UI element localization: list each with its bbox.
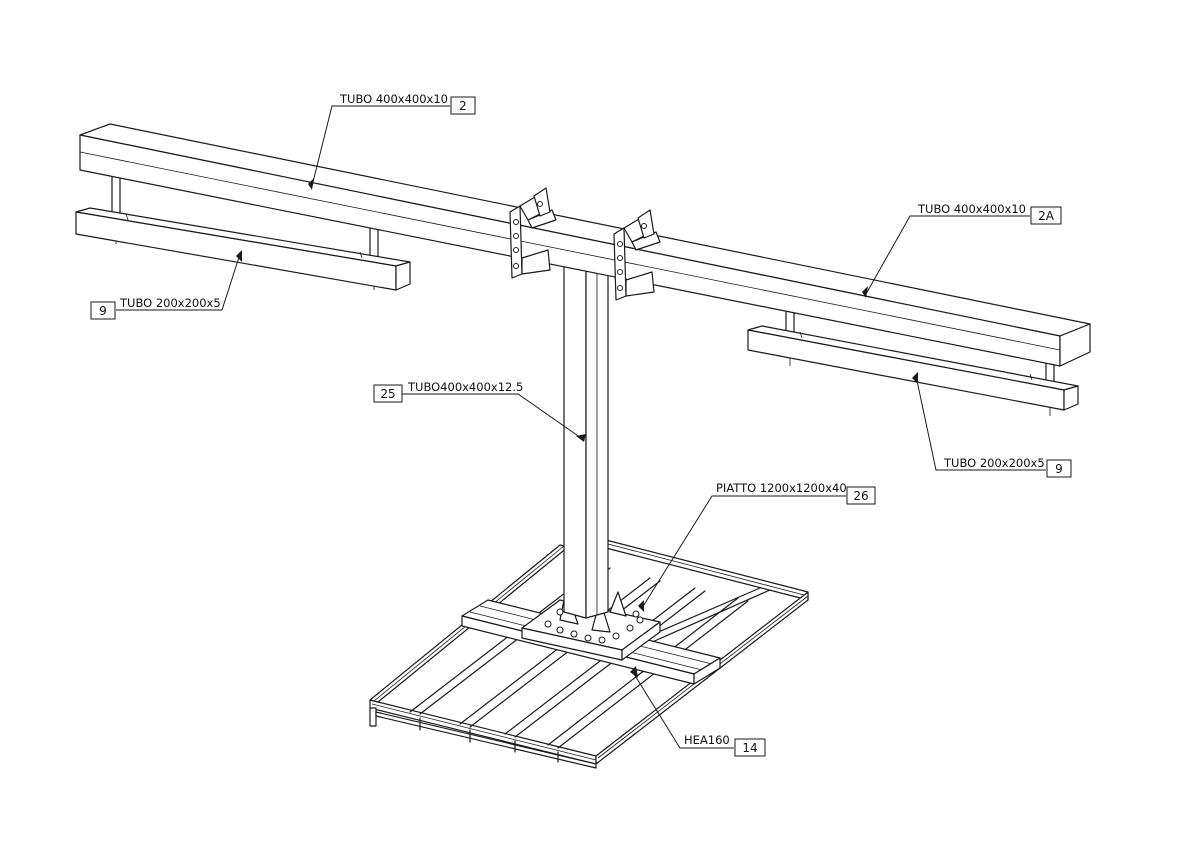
- main-beam: [79, 123, 1091, 367]
- callout-side-beam-left: 9 TUBO 200x200x5: [90, 250, 242, 320]
- side-beam-right: [747, 305, 1079, 416]
- bracket-left: [509, 187, 557, 279]
- callout-side-beam-right: TUBO 200x200x5 9: [912, 372, 1072, 478]
- callout-base-beam-tag: 14: [742, 741, 757, 755]
- callout-main-beam-left-tag: 2: [459, 99, 467, 113]
- callout-column-tag: 25: [380, 387, 395, 401]
- base-front-ticks: [419, 717, 559, 763]
- callout-side-beam-right-tag: 9: [1055, 462, 1063, 476]
- callout-base-plate-tag-box: [846, 486, 876, 505]
- callout-base-beam-tag-box: [734, 738, 766, 757]
- callout-side-beam-left-tag: 9: [99, 304, 107, 318]
- callout-column-tag-box: [373, 384, 403, 403]
- callout-main-beam-right: TUBO 400x400x10 2A: [862, 202, 1062, 298]
- base-long-beam-front: [369, 699, 597, 769]
- callout-main-beam-left: TUBO 400x400x10 2: [308, 92, 476, 190]
- bracket-right: [613, 209, 661, 301]
- callout-base-plate-tag: 26: [853, 489, 868, 503]
- callout-main-beam-right-tag-box: [1030, 206, 1062, 225]
- callout-base-beam-text: HEA160: [684, 733, 730, 747]
- callout-base-plate-text: PIATTO 1200x1200x40: [716, 481, 847, 495]
- callout-side-beam-right-tag-box: [1046, 459, 1072, 478]
- callout-base-beam: HEA160 14: [630, 666, 766, 757]
- callout-base-plate: PIATTO 1200x1200x40 26: [638, 481, 876, 612]
- base-long-beam-back: [605, 539, 809, 601]
- callout-column: 25 TUBO400x400x12.5: [373, 380, 586, 442]
- callout-side-beam-right-text: TUBO 200x200x5: [943, 456, 1045, 470]
- column: [563, 257, 609, 619]
- side-beam-left: [75, 169, 411, 291]
- callout-main-beam-left-text: TUBO 400x400x10: [339, 92, 448, 106]
- callout-main-beam-left-tag-box: [450, 96, 476, 115]
- callout-column-text: TUBO400x400x12.5: [407, 380, 523, 394]
- callout-main-beam-right-tag: 2A: [1038, 209, 1055, 223]
- callout-main-beam-right-text: TUBO 400x400x10: [917, 202, 1026, 216]
- callout-side-beam-left-text: TUBO 200x200x5: [119, 296, 221, 310]
- callout-side-beam-left-tag-box: [90, 301, 116, 320]
